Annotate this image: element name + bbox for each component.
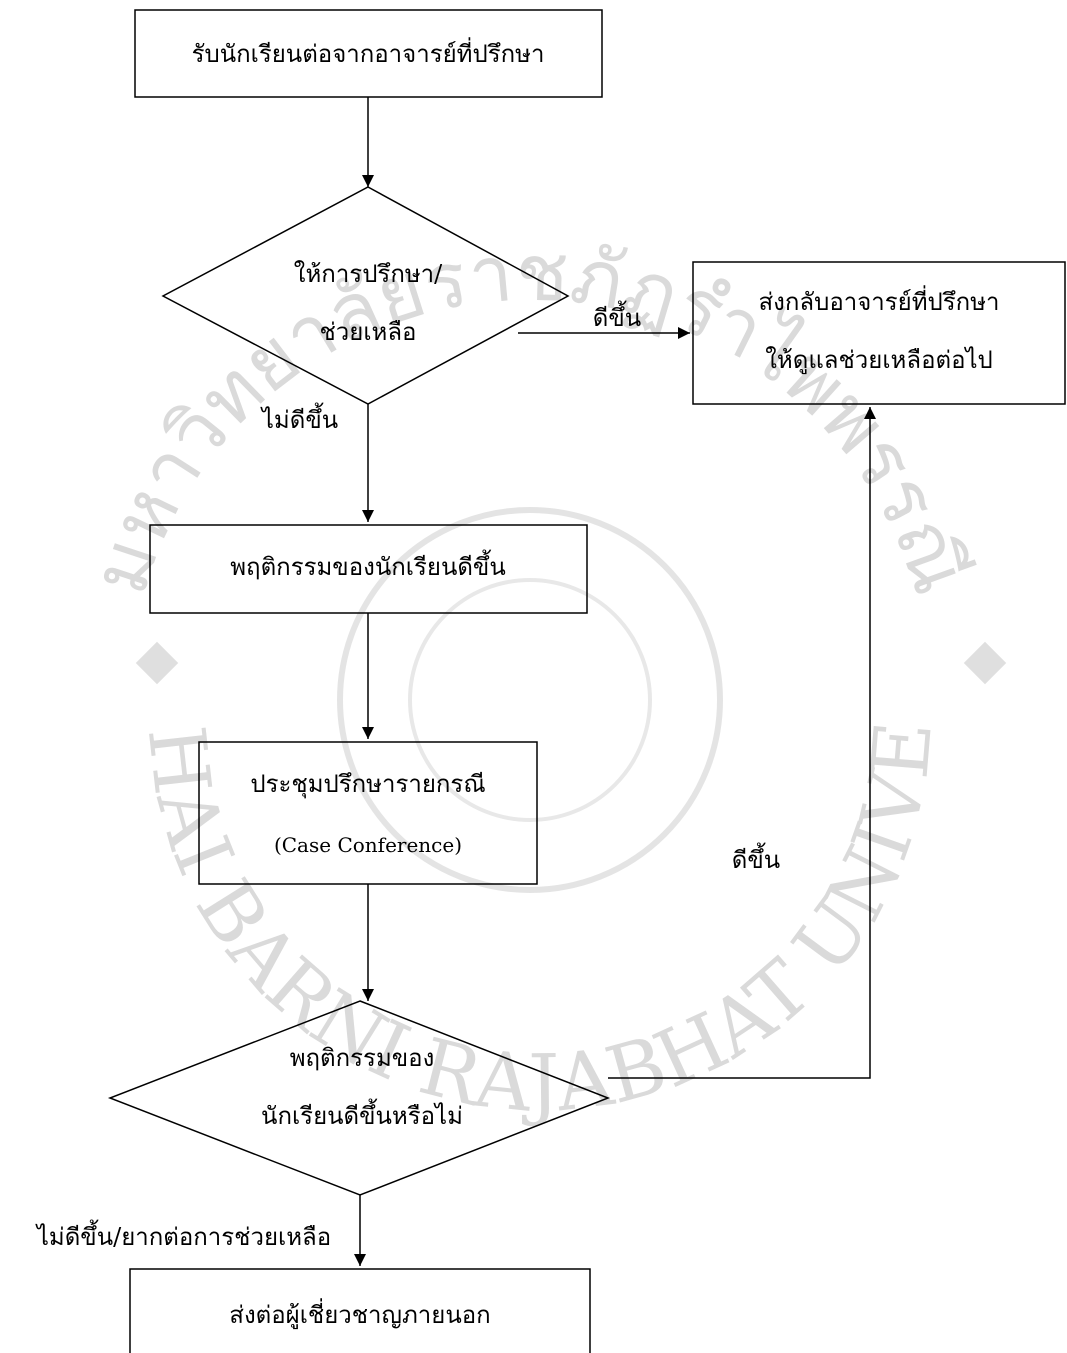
edge-label-decision-not-improved: ไม่ดีขึ้น/ยากต่อการช่วยเหลือ xyxy=(35,1219,331,1251)
arrow-decision-to-return xyxy=(608,407,876,1079)
watermark-seal-ring xyxy=(337,507,723,893)
watermark-arc-top: มหาวิทยาลัยราชภัฏรำไพพรรณี xyxy=(75,228,985,604)
decision-label-line2: นักเรียนดีขึ้นหรือไม่ xyxy=(261,1098,463,1130)
counsel-label-line1: ให้การปรึกษา/ xyxy=(294,260,443,288)
start-label: รับนักเรียนต่อจากอาจารย์ที่ปรึกษา xyxy=(192,37,545,68)
counsel-label-line2: ช่วยเหลือ xyxy=(320,318,417,346)
case-conference-label-line1: ประชุมปรึกษารายกรณี xyxy=(250,770,485,799)
watermark-flower-left-icon xyxy=(135,641,179,685)
return-label-line2: ให้ดูแลช่วยเหลือต่อไป xyxy=(765,346,993,375)
edge-label-counsel-improved: ดีขึ้น xyxy=(593,300,641,332)
refer-box xyxy=(129,1268,591,1353)
case-conference-label-line2: (Case Conference) xyxy=(274,833,462,857)
edge-label-counsel-not-improved: ไม่ดีขึ้น xyxy=(260,402,338,434)
behavior-label: พฤติกรรมของนักเรียนดีขึ้น xyxy=(230,549,506,581)
refer-label: ส่งต่อผู้เชี่ยวชาญภายนอก xyxy=(229,1298,490,1330)
watermark-seal-inner xyxy=(408,578,652,822)
return-label-line1: ส่งกลับอาจารย์ที่ปรึกษา xyxy=(759,285,1000,316)
decision-label-line1: พฤติกรรมของ xyxy=(290,1044,435,1072)
edge-label-decision-improved: ดีขึ้น xyxy=(732,842,780,874)
return-box xyxy=(692,261,1066,405)
watermark-flower-right-icon xyxy=(963,641,1007,685)
